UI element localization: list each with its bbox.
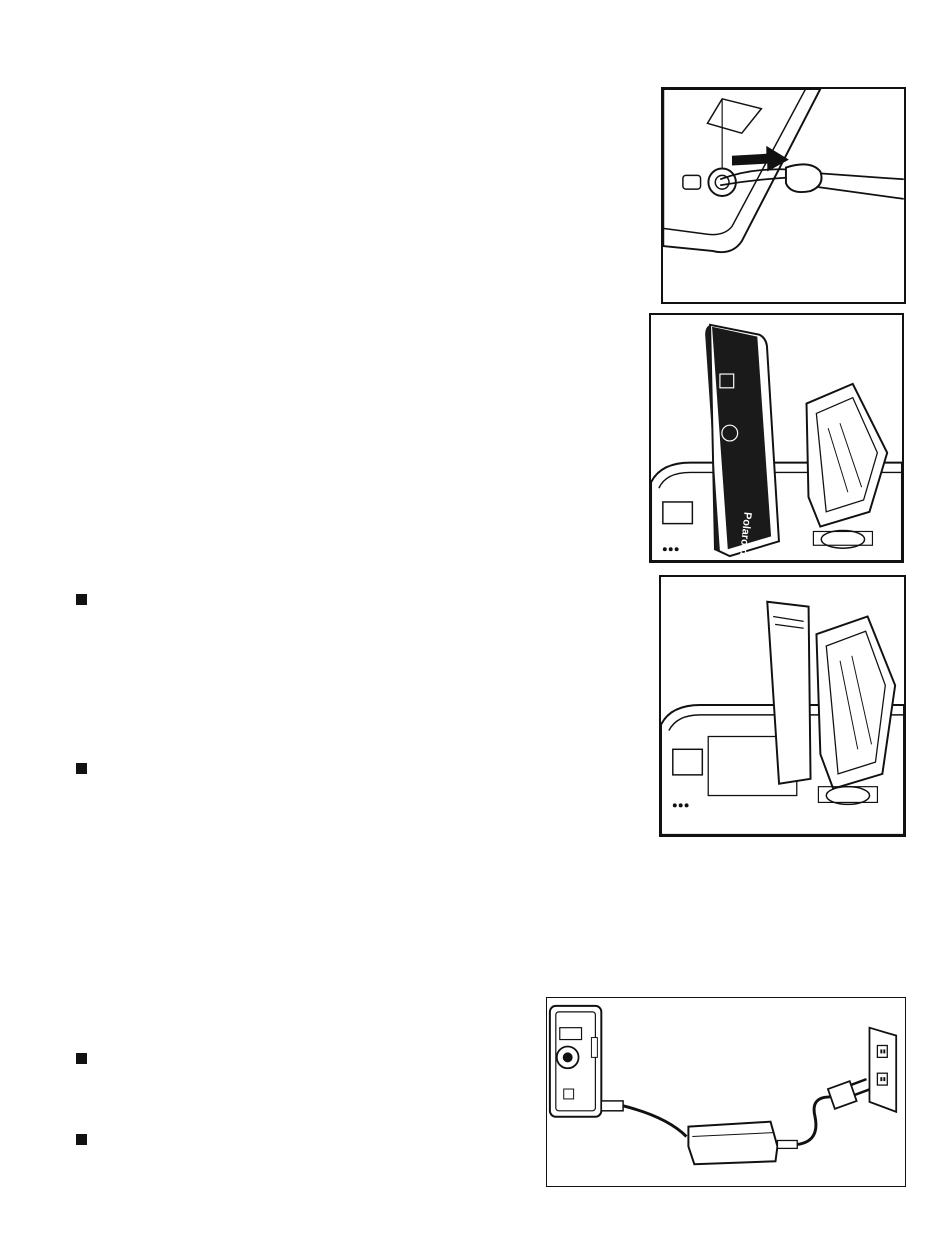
ac-adapter-illustration (546, 997, 906, 1187)
wrist-strap-illustration (661, 87, 906, 304)
battery-door-illustration (659, 575, 906, 837)
square-bullet-icon (76, 594, 87, 605)
wrist-strap-attach-icon (663, 89, 904, 302)
battery-insert-icon: Polaroid (651, 315, 902, 561)
square-bullet-icon (76, 1053, 87, 1064)
square-bullet-icon (76, 1134, 87, 1145)
battery-insert-illustration: Polaroid (649, 313, 904, 563)
square-bullet-icon (76, 763, 87, 774)
battery-door-close-icon (661, 577, 904, 835)
ac-adapter-connection-icon (547, 998, 905, 1186)
